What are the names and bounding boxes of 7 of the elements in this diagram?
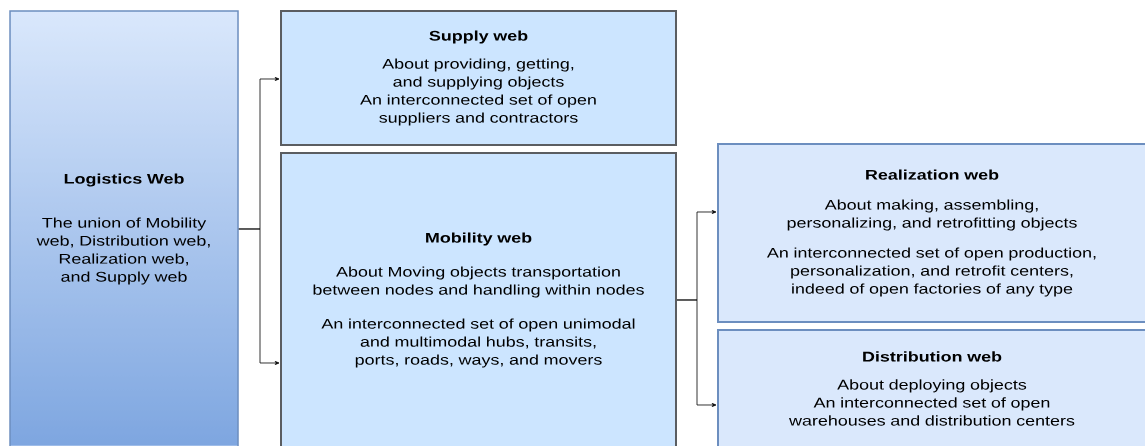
arrow <box>676 299 717 407</box>
web-box: Realization web About making, assembling, personalizing, and retrofitting objects An interconnected set of open production, personalization, and retrofit centers, indeed of open factories of any type <box>717 143 1145 323</box>
web-box: Distribution web About deploying objects An interconnected set of open warehouses and distribution centers <box>717 329 1145 446</box>
web-box: Supply web About providing, getting, and supplying objects An interconnected set of open suppliers and contractors <box>280 10 677 146</box>
web-box: Mobility web About Moving objects transportation between nodes and handling within nodes An interconnected set of open unimodal and multimodal hubs, transits, ports, roads, ways, and movers <box>280 152 677 446</box>
arrow <box>238 228 280 365</box>
web-box: Logistics Web The union of Mobility web, Distribution web, Realization web, and Supply web <box>9 10 239 446</box>
